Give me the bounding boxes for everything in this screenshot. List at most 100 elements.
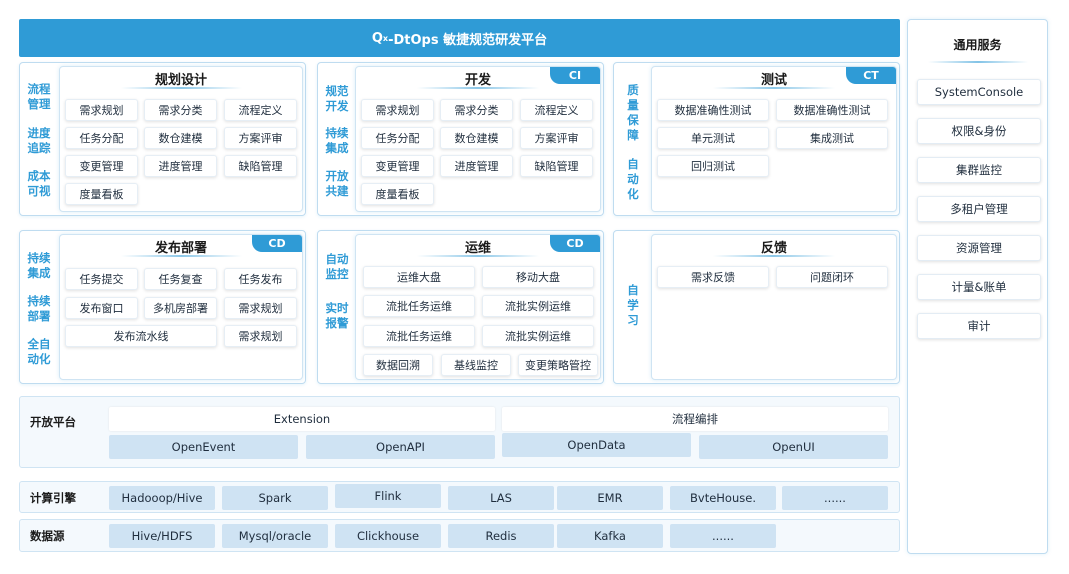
release-inner: 发布部署 CD 任务提交 任务复查 任务发布 发布窗口 多机房部署 需求规划 发…: [59, 234, 303, 380]
planning-item-process-definition[interactable]: 流程定义: [224, 99, 297, 121]
testing-item-regression-test[interactable]: 回归测试: [657, 155, 769, 177]
testing-inner: 测试 CT 数据准确性测试 数据准确性测试 单元测试 集成测试 回归测试: [651, 66, 897, 212]
ops-item-data-backfill[interactable]: 数据回溯: [363, 354, 433, 376]
feedback-side-label-1: 自学习: [627, 283, 639, 327]
open-platform-openapi[interactable]: OpenAPI: [306, 435, 495, 459]
compute-more[interactable]: ......: [782, 486, 888, 510]
release-side-label-3: 全自动化: [27, 337, 51, 366]
release-item-task-review[interactable]: 任务复查: [144, 268, 217, 290]
ops-inner: 运维 CD 运维大盘 移动大盘 流批任务运维 流批实例运维 流批任务运维 流批实…: [355, 234, 601, 380]
develop-item-requirement-planning[interactable]: 需求规划: [361, 99, 434, 121]
service-multi-tenant-management[interactable]: 多租户管理: [917, 196, 1041, 222]
planning-side-label-3: 成本可视: [27, 169, 51, 198]
develop-panel: 规范开发 持续集成 开放共建 开发 CI 需求规划 需求分类 流程定义 任务分配…: [317, 62, 604, 216]
release-item-release-pipeline[interactable]: 发布流水线: [65, 325, 217, 347]
planning-item-requirement-classification[interactable]: 需求分类: [144, 99, 217, 121]
common-services-title: 通用服务: [953, 38, 1002, 52]
datasource-redis[interactable]: Redis: [448, 524, 554, 548]
develop-title: 开发: [464, 73, 491, 88]
develop-item-change-management[interactable]: 变更管理: [361, 155, 434, 177]
datasource-more[interactable]: ......: [670, 524, 776, 548]
planning-side-label-2: 进度追踪: [27, 126, 51, 155]
develop-item-plan-review[interactable]: 方案评审: [520, 127, 593, 149]
datasource-row: 数据源 Hive/HDFS Mysql/oracle Clickhouse Re…: [19, 519, 900, 552]
ops-item-baseline-monitoring[interactable]: 基线监控: [441, 354, 511, 376]
develop-ci-badge: CI: [550, 67, 600, 84]
open-platform-label: 开放平台: [30, 415, 76, 429]
ops-item-ops-dashboard[interactable]: 运维大盘: [363, 266, 475, 288]
feedback-inner: 反馈 需求反馈 问题闭环: [651, 234, 897, 380]
datasource-hive-hdfs[interactable]: Hive/HDFS: [109, 524, 215, 548]
ops-title: 运维: [464, 241, 491, 256]
planning-inner: 规划设计 需求规划 需求分类 流程定义 任务分配 数仓建模 方案评审 变更管理 …: [59, 66, 303, 212]
banner-prefix: Q: [371, 30, 383, 46]
service-metering-billing[interactable]: 计量&账单: [917, 274, 1041, 300]
ops-item-stream-batch-instance-ops-1[interactable]: 流批实例运维: [482, 295, 594, 317]
release-item-task-publish[interactable]: 任务发布: [224, 268, 297, 290]
planning-item-task-assignment[interactable]: 任务分配: [65, 127, 138, 149]
planning-item-defect-management[interactable]: 缺陷管理: [224, 155, 297, 177]
feedback-item-issue-closure[interactable]: 问题闭环: [776, 266, 888, 288]
develop-side: 规范开发 持续集成 开放共建: [318, 63, 356, 215]
open-platform-opendata[interactable]: OpenData: [502, 433, 691, 457]
testing-item-unit-test[interactable]: 单元测试: [657, 127, 769, 149]
develop-item-process-definition[interactable]: 流程定义: [520, 99, 593, 121]
planning-item-progress-management[interactable]: 进度管理: [144, 155, 217, 177]
develop-item-defect-management[interactable]: 缺陷管理: [520, 155, 593, 177]
open-platform-openevent[interactable]: OpenEvent: [109, 435, 298, 459]
service-system-console[interactable]: SystemConsole: [917, 79, 1041, 105]
open-platform-openui[interactable]: OpenUI: [699, 435, 888, 459]
planning-item-requirement-planning[interactable]: 需求规划: [65, 99, 138, 121]
datasource-mysql-oracle[interactable]: Mysql/oracle: [222, 524, 328, 548]
release-item-requirement-planning-1[interactable]: 需求规划: [224, 297, 297, 319]
service-resource-management[interactable]: 资源管理: [917, 235, 1041, 261]
service-permission-identity[interactable]: 权限&身份: [917, 118, 1041, 144]
ops-item-stream-batch-task-ops-2[interactable]: 流批任务运维: [363, 325, 475, 347]
datasource-kafka[interactable]: Kafka: [557, 524, 663, 548]
planning-item-plan-review[interactable]: 方案评审: [224, 127, 297, 149]
compute-las[interactable]: LAS: [448, 486, 554, 510]
testing-panel: 质量保障 自动化 测试 CT 数据准确性测试 数据准确性测试 单元测试 集成测试…: [613, 62, 900, 216]
service-audit[interactable]: 审计: [917, 313, 1041, 339]
datasource-clickhouse[interactable]: Clickhouse: [335, 524, 441, 548]
compute-emr[interactable]: EMR: [557, 486, 663, 510]
develop-title-glow: [417, 87, 539, 89]
release-item-multi-dc-deploy[interactable]: 多机房部署: [144, 297, 217, 319]
develop-inner: 开发 CI 需求规划 需求分类 流程定义 任务分配 数仓建模 方案评审 变更管理…: [355, 66, 601, 212]
develop-item-metrics-dashboard[interactable]: 度量看板: [361, 183, 434, 205]
develop-item-progress-management[interactable]: 进度管理: [440, 155, 513, 177]
common-services-panel: 通用服务 SystemConsole 权限&身份 集群监控 多租户管理 资源管理…: [907, 19, 1048, 554]
banner-sup: x: [382, 33, 389, 43]
testing-item-data-accuracy-1[interactable]: 数据准确性测试: [657, 99, 769, 121]
open-platform-extension[interactable]: Extension: [109, 407, 495, 431]
feedback-item-requirement-feedback[interactable]: 需求反馈: [657, 266, 769, 288]
develop-item-task-assignment[interactable]: 任务分配: [361, 127, 434, 149]
ops-item-stream-batch-instance-ops-2[interactable]: 流批实例运维: [482, 325, 594, 347]
ops-item-change-policy-control[interactable]: 变更策略管控: [518, 354, 598, 376]
compute-hadoop-hive[interactable]: Hadooop/Hive: [109, 486, 215, 510]
compute-flink[interactable]: Flink: [335, 484, 441, 508]
release-side: 持续集成 持续部署 全自动化: [20, 231, 58, 383]
release-item-requirement-planning-2[interactable]: 需求规划: [224, 325, 297, 347]
testing-side: 质量保障 自动化: [614, 63, 652, 215]
ops-item-mobile-dashboard[interactable]: 移动大盘: [482, 266, 594, 288]
release-item-task-submit[interactable]: 任务提交: [65, 268, 138, 290]
planning-item-change-management[interactable]: 变更管理: [65, 155, 138, 177]
open-platform-row: 开放平台 Extension 流程编排 OpenEvent OpenAPI Op…: [19, 396, 900, 468]
feedback-title-glow: [713, 255, 835, 257]
open-platform-workflow-orchestration[interactable]: 流程编排: [502, 407, 888, 431]
compute-bytehouse[interactable]: BvteHouse.: [670, 486, 776, 510]
ops-item-stream-batch-task-ops-1[interactable]: 流批任务运维: [363, 295, 475, 317]
testing-ct-badge: CT: [846, 67, 896, 84]
planning-item-metrics-dashboard[interactable]: 度量看板: [65, 183, 138, 205]
release-item-release-window[interactable]: 发布窗口: [65, 297, 138, 319]
planning-item-warehouse-modeling[interactable]: 数仓建模: [144, 127, 217, 149]
service-cluster-monitoring[interactable]: 集群监控: [917, 157, 1041, 183]
testing-item-data-accuracy-2[interactable]: 数据准确性测试: [776, 99, 888, 121]
testing-item-integration-test[interactable]: 集成测试: [776, 127, 888, 149]
develop-item-requirement-classification[interactable]: 需求分类: [440, 99, 513, 121]
release-side-label-1: 持续集成: [27, 251, 51, 280]
compute-spark[interactable]: Spark: [222, 486, 328, 510]
planning-panel: 流程管理 进度追踪 成本可视 规划设计 需求规划 需求分类 流程定义 任务分配 …: [19, 62, 306, 216]
develop-item-warehouse-modeling[interactable]: 数仓建模: [440, 127, 513, 149]
